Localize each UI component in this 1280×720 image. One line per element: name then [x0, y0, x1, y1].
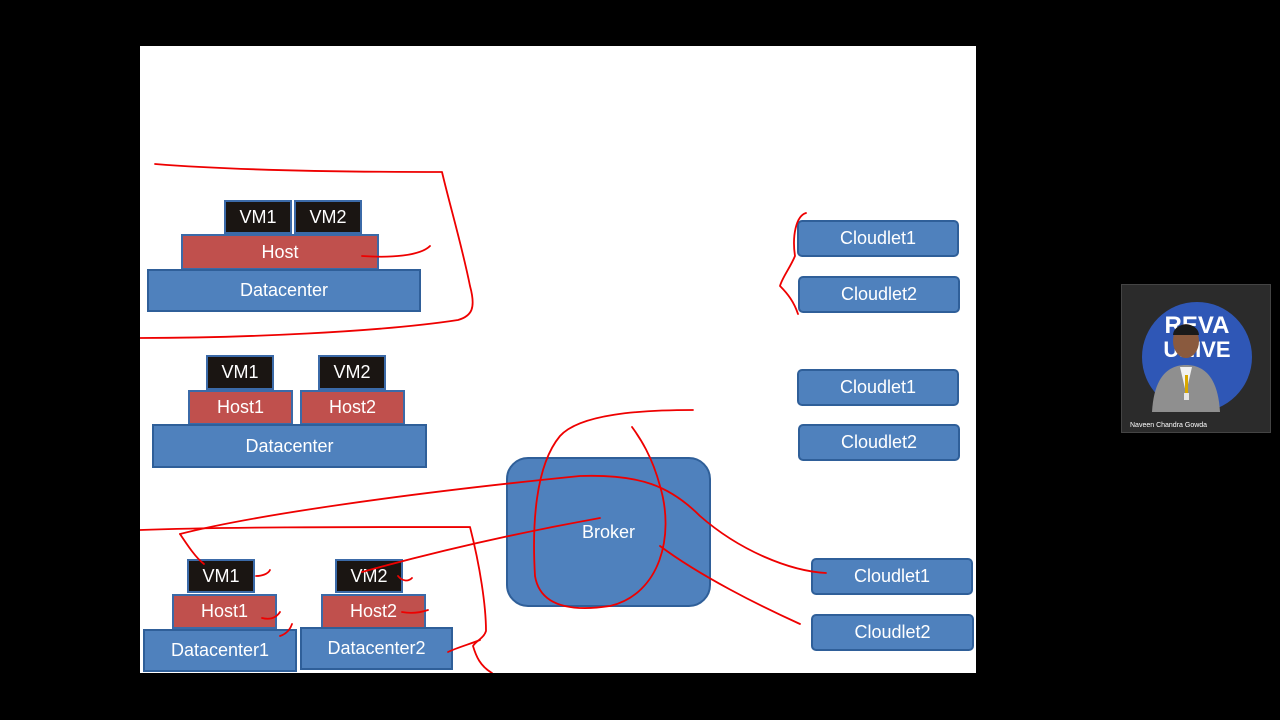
vm1-box: VM1	[187, 559, 255, 593]
cloudlet2-box: Cloudlet2	[811, 614, 974, 651]
vm2-box: VM2	[294, 200, 362, 234]
host2-box: Host2	[321, 594, 426, 629]
broker-box: Broker	[506, 457, 711, 607]
ink-vm1-hook	[255, 569, 271, 577]
vm1-box: VM1	[206, 355, 274, 390]
cloudlet1-box: Cloudlet1	[797, 369, 959, 406]
cloudlet1-box: Cloudlet1	[811, 558, 973, 595]
vm1-box: VM1	[224, 200, 292, 234]
cloudlet2-box: Cloudlet2	[798, 424, 960, 461]
presenter-webcam: REVA UNIVE Naveen Chandra Gowda	[1121, 284, 1271, 433]
datacenter-box: Datacenter	[147, 269, 421, 312]
datacenter-box: Datacenter	[152, 424, 427, 468]
host2-box: Host2	[300, 390, 405, 425]
datacenter1-box: Datacenter1	[143, 629, 297, 672]
datacenter2-box: Datacenter2	[300, 627, 453, 670]
cloudlet1-box: Cloudlet1	[797, 220, 959, 257]
presenter-photo: REVA UNIVE	[1122, 285, 1270, 432]
presenter-name: Naveen Chandra Gowda	[1130, 422, 1208, 429]
host-box: Host	[181, 234, 379, 270]
cloudlet2-box: Cloudlet2	[798, 276, 960, 313]
vm2-box: VM2	[335, 559, 403, 593]
vm2-box: VM2	[318, 355, 386, 390]
slide-canvas: VM1 VM2 Host Datacenter VM1 VM2 Host1 Ho…	[140, 46, 976, 673]
host1-box: Host1	[188, 390, 293, 425]
host1-box: Host1	[172, 594, 277, 629]
ink-vm1-to-broker	[179, 474, 827, 574]
